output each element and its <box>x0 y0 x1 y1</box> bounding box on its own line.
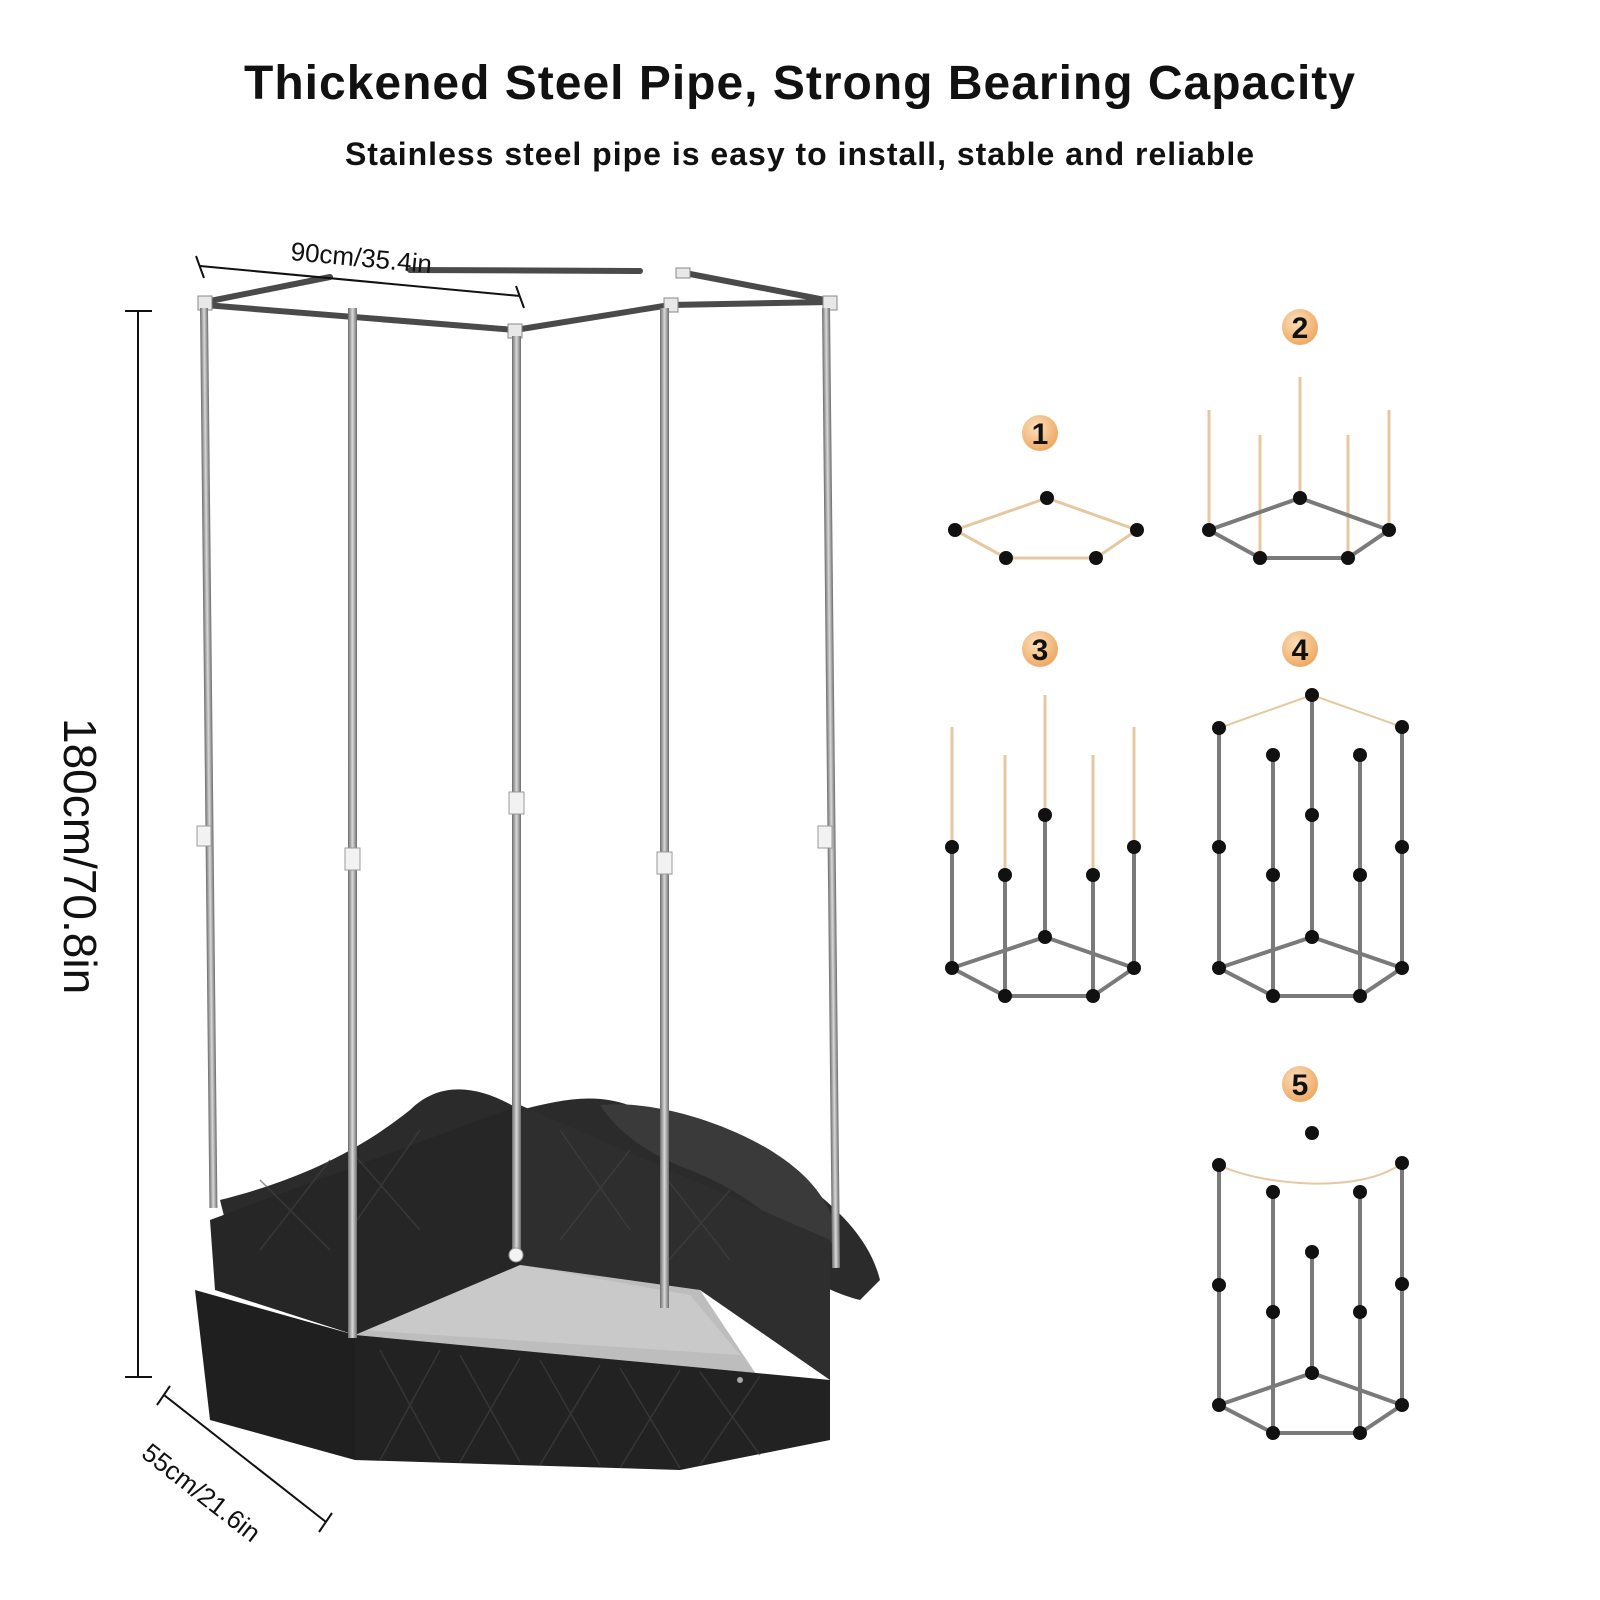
step-2-badge <box>1282 309 1318 345</box>
step-2-number: 2 <box>1292 312 1309 345</box>
height-dimension: 180cm/70.8in <box>54 310 152 1378</box>
step-4-badge <box>1282 631 1318 667</box>
top-frame-rods <box>202 267 833 333</box>
step-3-number: 3 <box>1032 634 1049 667</box>
width-label: 90cm/35.4in <box>289 236 433 279</box>
step-3-badge <box>1022 631 1058 667</box>
depth-label: 55cm/21.6in <box>136 1437 266 1548</box>
step-5-badge <box>1282 1066 1318 1102</box>
step-5-number: 5 <box>1292 1069 1309 1102</box>
height-label: 180cm/70.8in <box>54 718 106 994</box>
fabric-base <box>195 1089 880 1470</box>
step-1-number: 1 <box>1032 418 1049 451</box>
page-subtitle: Stainless steel pipe is easy to install,… <box>344 136 1256 172</box>
step-1-badge <box>1022 415 1058 451</box>
page-title: Thickened Steel Pipe, Strong Bearing Cap… <box>244 57 1356 110</box>
step-5-diagram: 5 <box>1212 1066 1409 1440</box>
tent-frame-illustration: 90cm/35.4in 180cm/70.8in 55cm/21.6in <box>54 236 880 1548</box>
step-4-number: 4 <box>1292 634 1309 667</box>
pipe-connectors <box>196 791 833 1263</box>
step-2-diagram: 2 <box>1202 309 1396 565</box>
step-4-diagram: 4 <box>1212 631 1409 1003</box>
step-3-diagram: 3 <box>945 631 1141 1003</box>
top-corner-joints <box>197 267 838 339</box>
step-1-diagram: 1 <box>948 415 1144 565</box>
